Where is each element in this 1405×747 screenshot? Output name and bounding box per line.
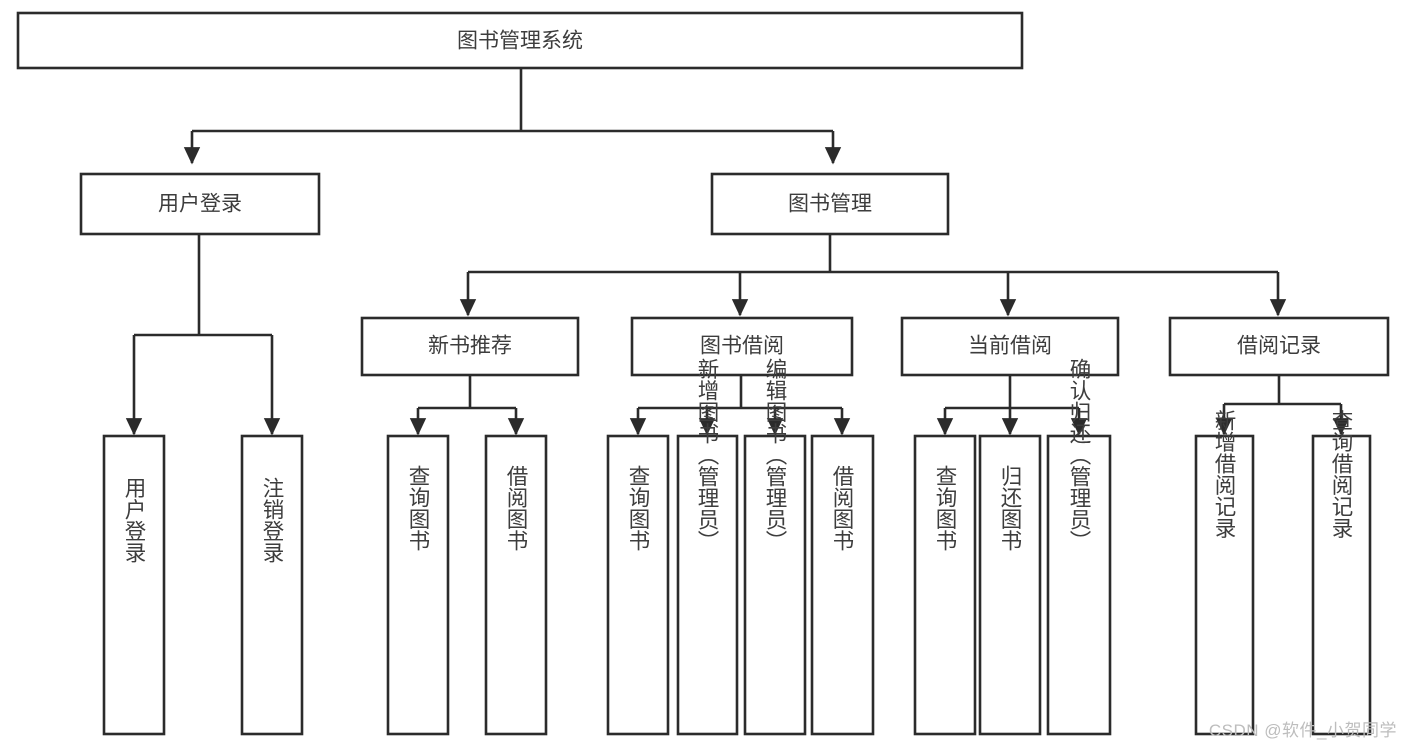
leaf-add-book-admin[interactable]: 新增图书（管理员） [676,358,739,736]
leaf-confirm-return-admin[interactable]: 确认归还（管理员） [1046,358,1112,736]
leaf-user-login-label: 用户登录 [122,477,146,563]
leaf-query-book-current-label: 查询图书 [933,465,957,552]
connector-group-book-manage [459,234,1287,317]
leaf-user-login[interactable]: 用户登录 [102,434,166,736]
connector-group-current-borrow [936,375,1088,436]
leaf-query-book-current[interactable]: 查询图书 [913,434,977,736]
leaf-query-book-borrow-box[interactable] [606,434,670,736]
leaf-query-borrow-record-label: 查询借阅记录 [1329,409,1353,539]
node-current-borrow-label: 当前借阅 [968,335,1052,358]
leaf-edit-book-admin[interactable]: 编辑图书（管理员） [743,358,807,736]
leaf-borrow-book-box[interactable] [810,434,875,736]
leaf-query-book-rec-label: 查询图书 [406,465,430,552]
leaf-borrow-book-rec-box[interactable] [484,434,548,736]
connector-group-new-book-rec [409,375,525,436]
node-new-book-rec-label: 新书推荐 [428,335,512,358]
leaf-add-borrow-record-box[interactable] [1194,434,1255,736]
leaf-borrow-book[interactable]: 借阅图书 [810,434,875,736]
leaf-user-login-box[interactable] [102,434,166,736]
leaf-add-book-admin-box[interactable] [676,434,739,736]
node-borrow-record-label: 借阅记录 [1237,335,1321,358]
node-new-book-rec-box[interactable] [360,316,580,377]
node-root-box[interactable] [16,11,1024,70]
leaf-query-borrow-record-box[interactable] [1311,434,1372,736]
leaf-borrow-book-label: 借阅图书 [830,465,854,552]
connector-group-book-borrow [629,375,851,436]
node-new-book-rec[interactable]: 新书推荐 [360,316,580,377]
node-root-label: 图书管理系统 [457,30,583,53]
leaf-add-borrow-record[interactable]: 新增借阅记录 [1194,409,1255,736]
node-book-manage-label: 图书管理 [788,193,872,216]
leaf-query-book-borrow[interactable]: 查询图书 [606,434,670,736]
leaf-edit-book-admin-label: 编辑图书（管理员） [763,358,787,552]
node-current-borrow[interactable]: 当前借阅 [900,316,1120,377]
leaf-confirm-return-admin-label: 确认归还（管理员） [1067,358,1091,552]
node-book-borrow-box[interactable] [630,316,854,377]
node-book-borrow-label: 图书借阅 [700,335,784,358]
node-book-manage[interactable]: 图书管理 [710,172,950,236]
node-current-borrow-box[interactable] [900,316,1120,377]
leaf-query-book-rec[interactable]: 查询图书 [386,434,450,736]
node-user-login[interactable]: 用户登录 [79,172,321,236]
node-user-login-label: 用户登录 [158,193,242,216]
leaf-query-book-borrow-label: 查询图书 [626,465,650,552]
leaf-query-borrow-record[interactable]: 查询借阅记录 [1311,409,1372,736]
leaf-return-book-box[interactable] [978,434,1042,736]
leaf-query-book-current-box[interactable] [913,434,977,736]
leaf-logout-label: 注销登录 [260,477,284,564]
node-book-manage-box[interactable] [710,172,950,236]
node-borrow-record[interactable]: 借阅记录 [1168,316,1390,377]
leaf-borrow-book-rec[interactable]: 借阅图书 [484,434,548,736]
leaf-logout-box[interactable] [240,434,304,736]
leaf-return-book[interactable]: 归还图书 [978,434,1042,736]
leaf-return-book-label: 归还图书 [998,465,1022,552]
leaf-edit-book-admin-box[interactable] [743,434,807,736]
node-user-login-box[interactable] [79,172,321,236]
connector-group-borrow-record [1215,375,1350,436]
connector-group-root [183,68,842,165]
leaf-add-book-admin-label: 新增图书（管理员） [695,358,719,552]
node-borrow-record-box[interactable] [1168,316,1390,377]
leaf-borrow-book-rec-label: 借阅图书 [504,465,528,552]
node-root[interactable]: 图书管理系统 [16,11,1024,70]
leaf-add-borrow-record-label: 新增借阅记录 [1212,409,1236,539]
leaf-logout[interactable]: 注销登录 [240,434,304,736]
leaf-query-book-rec-box[interactable] [386,434,450,736]
connector-group-user-login [125,234,281,436]
leaf-confirm-return-admin-box[interactable] [1046,434,1112,736]
node-book-borrow[interactable]: 图书借阅 [630,316,854,377]
